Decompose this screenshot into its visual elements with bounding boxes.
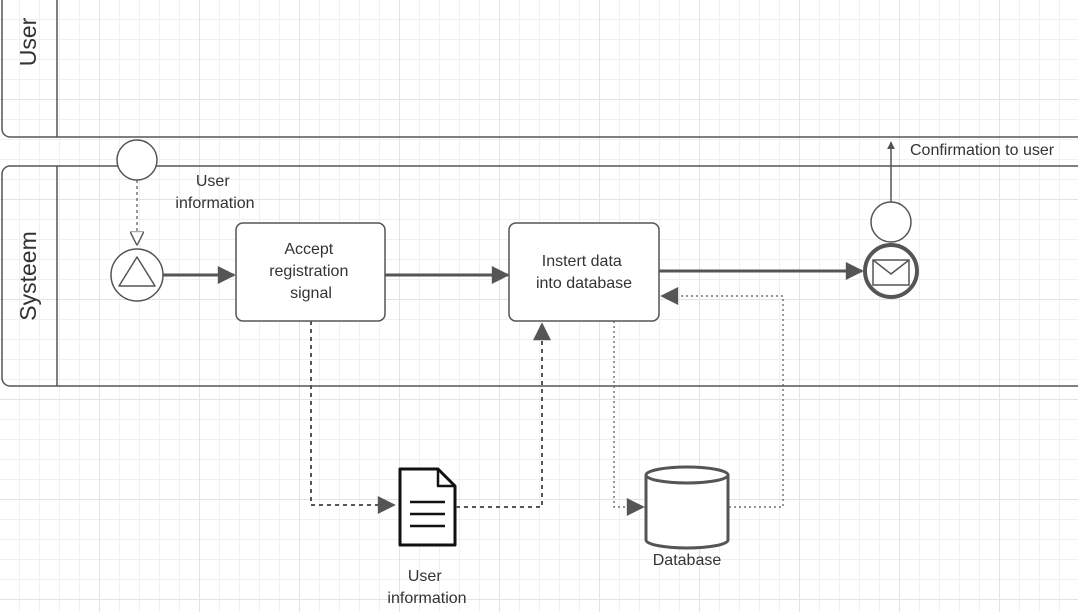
database-cylinder-top [644,465,730,485]
confirmation-label: Confirmation to user [910,142,1055,159]
document-fold [436,469,455,488]
message-start-event[interactable] [116,139,158,181]
document-icon [398,467,457,547]
task-insert-label: Instert data into database [536,253,632,292]
message-start-label: User information [175,173,254,212]
lane-system-frame [1,165,1078,387]
database-label: Database [653,552,722,569]
signal-start-event[interactable] [110,248,164,302]
lane-user-title: User [15,17,41,66]
end-message-event[interactable] [863,243,919,299]
envelope-icon [872,259,910,286]
lane-user-frame [1,0,1078,138]
lane-system-title: Systeem [15,231,41,320]
task-insert-box [508,222,660,322]
intermediate-event[interactable] [870,201,912,243]
task-insert-data[interactable]: Instert data into database [508,222,660,322]
assoc-insert-to-database[interactable] [613,321,645,516]
lane-user[interactable]: User [1,0,1078,138]
data-store-database[interactable] [644,465,730,550]
task-accept-registration[interactable]: Accept registration signal [235,222,386,322]
lane-system[interactable]: Systeem [1,165,1078,387]
assoc-accept-to-document[interactable] [310,321,396,514]
assoc-document-to-insert[interactable] [456,322,551,508]
signal-triangle-icon [118,256,156,287]
task-accept-label: Accept registration signal [269,241,353,302]
document-label: User information [387,568,466,607]
assoc-database-to-insert[interactable] [660,287,784,508]
database-cylinder-icon [644,475,730,550]
data-object-user-information[interactable] [398,467,457,547]
